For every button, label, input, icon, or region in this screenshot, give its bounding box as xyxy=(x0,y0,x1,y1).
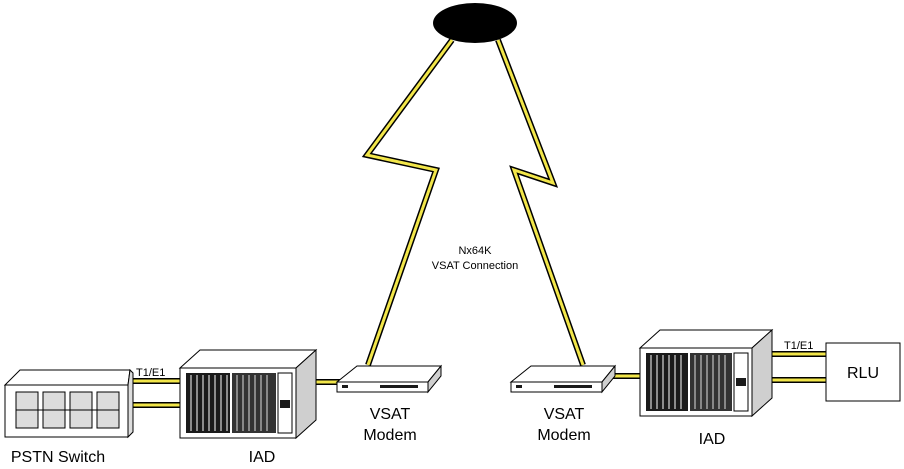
vsat-link-left xyxy=(361,38,455,366)
satellite xyxy=(433,3,517,43)
vsat-modem-right xyxy=(509,364,617,394)
link-label-line1: Nx64K xyxy=(458,245,492,257)
vsat-left-label-line2: Modem xyxy=(363,427,416,444)
rlu-label: RLU xyxy=(847,365,879,382)
iad-right-label: IAD xyxy=(699,431,726,448)
pstn-switch xyxy=(3,368,134,439)
t1e1-label-left: T1/E1 xyxy=(136,367,165,379)
iad-left-label: IAD xyxy=(249,449,276,466)
vsat-link-right xyxy=(495,38,586,367)
link-label-line2: VSAT Connection xyxy=(432,260,518,272)
vsat-modem-left xyxy=(335,364,443,394)
vsat-right-label-line2: Modem xyxy=(537,427,590,444)
pstn-switch-label: PSTN Switch xyxy=(11,449,105,466)
vsat-left-label-line1: VSAT xyxy=(370,406,411,423)
t1e1-label-right: T1/E1 xyxy=(784,340,813,352)
iad-chassis-left xyxy=(178,348,318,440)
cable-iad-rlu xyxy=(772,351,826,383)
rlu-box xyxy=(825,342,901,402)
iad-chassis-right xyxy=(638,328,774,418)
cable-pstn-iad xyxy=(128,378,182,408)
vsat-right-label-line1: VSAT xyxy=(544,406,585,423)
